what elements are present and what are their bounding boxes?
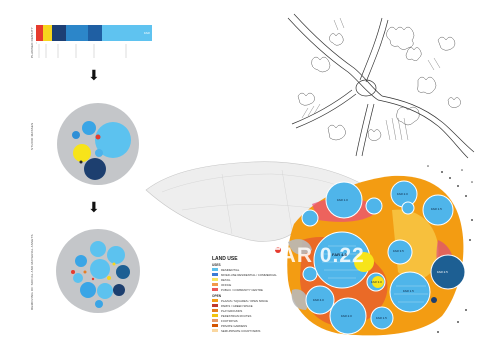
- legend-swatch: [212, 324, 218, 327]
- legend-item-label: PLAZAS / SQUARES / OPEN SPACE: [221, 298, 269, 303]
- far-circle: [387, 239, 413, 265]
- bubble-navy: [84, 158, 106, 180]
- bar-seg-navy: [52, 25, 66, 41]
- legend-item-label: PUBLIC / COMMUNITY CENTRE: [221, 287, 263, 292]
- main-circle-label: FAR 4.5: [332, 252, 347, 257]
- legend-item-label: PEDESTRIAN ROUTES: [221, 313, 252, 318]
- circle2-label: REMOVING OF SOCIAL AND MATERIAL ASSETS: [30, 234, 34, 310]
- circle-label: FAR 2.0: [341, 314, 352, 318]
- legend-item: PRIVATE GARDENS: [212, 323, 278, 328]
- legend-item: RESIDENTIAL: [212, 267, 278, 272]
- legend-swatch: [212, 288, 218, 291]
- yellow-centre: [354, 252, 374, 272]
- legend-section-uses: USES: [212, 263, 221, 267]
- yellow-centre-2: [372, 276, 384, 288]
- down-arrow-icon: ⬇: [88, 67, 100, 83]
- far-overlay-text: FAR 0.22: [268, 244, 365, 267]
- circle-label: FAR 4.0: [313, 298, 324, 302]
- bubble-blue-1: [82, 121, 96, 135]
- legend-item-label: RETAIL: [221, 277, 231, 282]
- legend-item: PEDESTRIAN ROUTES: [212, 313, 278, 318]
- legend-item-label: PLAYGROUNDS: [221, 308, 243, 313]
- far-circle: [302, 266, 318, 282]
- marker-dot: [275, 247, 281, 253]
- bubble-large-lightblue: [95, 122, 131, 158]
- legend-item: MIXED-USE RESIDENTIAL / COMMERCIAL: [212, 272, 278, 277]
- bar-ticks: [38, 44, 127, 58]
- far-circle: [370, 306, 394, 330]
- legend-swatch: [212, 304, 218, 307]
- legend-item-label: SEMI-PRIVATE COURTYARDS: [221, 328, 261, 333]
- urban-sketch: [287, 13, 475, 159]
- legend-item: SEMI-PRIVATE COURTYARDS: [212, 328, 278, 333]
- far-circle: [365, 197, 383, 215]
- far-circle: [329, 297, 367, 335]
- removal-circle: [56, 229, 140, 313]
- circle-label: FAR 3.5: [393, 249, 404, 253]
- legend-section-open: OPEN: [212, 294, 222, 298]
- bar-small-text: FAR: [144, 31, 150, 35]
- bubble-tiny-dark: [79, 160, 83, 164]
- bar-seg-blue: [66, 25, 88, 41]
- legend-item: PUBLIC / COMMUNITY CENTRE: [212, 287, 278, 292]
- density-bar: [36, 22, 156, 44]
- legend-title: LAND USE: [212, 256, 238, 262]
- legend-item-label: MIXED-USE RESIDENTIAL / COMMERCIAL: [221, 272, 277, 277]
- legend-swatch: [212, 273, 218, 276]
- bubble-blue-2: [72, 131, 80, 139]
- land-use-map: [145, 161, 473, 336]
- bar-seg-yellow: [43, 25, 52, 41]
- legend-item: FOOTPATHS: [212, 318, 278, 323]
- legend-item-label: PRIVATE GARDENS: [221, 323, 248, 328]
- circle-label: FAR 1.5: [376, 316, 387, 320]
- legend-item: OFFICE: [212, 282, 278, 287]
- legend-swatch: [212, 329, 218, 332]
- legend-item-label: OFFICE: [221, 282, 232, 287]
- far-circle: [401, 201, 415, 215]
- circle-label: FAR 2.5: [437, 270, 448, 274]
- circle-label: FAR 1.5: [431, 207, 442, 211]
- legend-swatch: [212, 309, 218, 312]
- circle1-label: STUDIO MASSES: [30, 122, 34, 150]
- bubble-yellow: [73, 144, 91, 162]
- bar-seg-darkblue: [88, 25, 102, 41]
- bar-seg-lightblue: [102, 25, 152, 41]
- far-circle: [422, 194, 454, 226]
- legend-item: RETAIL: [212, 277, 278, 282]
- far-circle: [305, 285, 335, 315]
- legend-item-label: FOOTPATHS: [221, 318, 238, 323]
- legend-swatch: [212, 268, 218, 271]
- legend-swatch: [212, 319, 218, 322]
- bubble-small-blue: [95, 149, 103, 157]
- legend-swatch: [212, 299, 218, 302]
- studio-masses-circle: [57, 103, 139, 185]
- far-circle: [430, 254, 466, 290]
- circle-label: FAR 1.5: [403, 289, 414, 293]
- circle-label: FAR 1.0: [337, 198, 348, 202]
- circle-label: FAR 2.0: [397, 192, 408, 196]
- far-circle: [301, 209, 319, 227]
- bubble-red: [95, 134, 101, 140]
- legend-item: PARKS / GREEN SPACE: [212, 303, 278, 308]
- legend-item: PLAZAS / SQUARES / OPEN SPACE: [212, 298, 278, 303]
- legend-swatch: [212, 314, 218, 317]
- bar-label: PLANNED DENSITY: [30, 26, 34, 58]
- down-arrow-icon: ⬇: [88, 199, 100, 215]
- far-circle: [325, 181, 363, 219]
- legend-item: PLAYGROUNDS: [212, 308, 278, 313]
- legend-swatch: [212, 278, 218, 281]
- legend-item-label: PARKS / GREEN SPACE: [221, 303, 253, 308]
- circle-label: FAR 3.0: [371, 280, 382, 284]
- legend-swatch: [212, 283, 218, 286]
- bar-seg-red: [36, 25, 43, 41]
- legend-item-label: RESIDENTIAL: [221, 267, 240, 272]
